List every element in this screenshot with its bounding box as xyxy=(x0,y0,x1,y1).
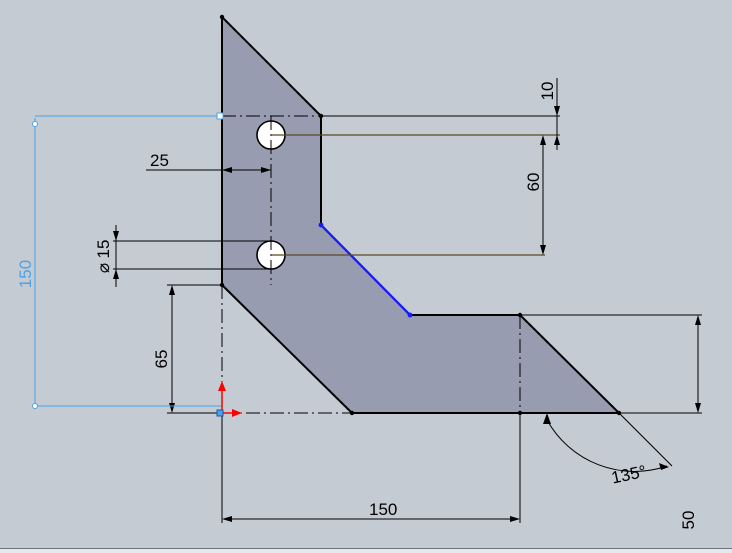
dim-50[interactable]: 50 xyxy=(679,511,698,530)
dim-diameter-15[interactable]: ⌀ 15 xyxy=(94,240,113,274)
dimension-lines xyxy=(113,78,702,523)
dim-25[interactable]: 25 xyxy=(150,151,169,170)
dim-60[interactable]: 60 xyxy=(524,173,543,192)
dim-65[interactable]: 65 xyxy=(152,350,171,369)
dim-10[interactable]: 10 xyxy=(538,82,557,101)
dim-150-horizontal[interactable]: 150 xyxy=(369,500,397,519)
driven-dimension-handles[interactable] xyxy=(32,112,224,409)
dimension-arrows xyxy=(113,106,701,522)
diameter-symbol: ⌀ xyxy=(94,263,113,273)
hole-extension-lines xyxy=(271,134,560,256)
part-profile[interactable] xyxy=(221,16,620,414)
dim-150-vertical[interactable]: 150 xyxy=(16,260,35,288)
vertex-points-blue[interactable] xyxy=(318,222,413,318)
status-bar xyxy=(0,548,732,553)
origin-icon xyxy=(216,381,242,417)
driven-dimension-150[interactable] xyxy=(34,115,222,407)
diameter-value: 15 xyxy=(94,240,113,259)
dim-angle-135[interactable]: 135° xyxy=(610,462,648,488)
selected-edge[interactable] xyxy=(320,224,411,316)
